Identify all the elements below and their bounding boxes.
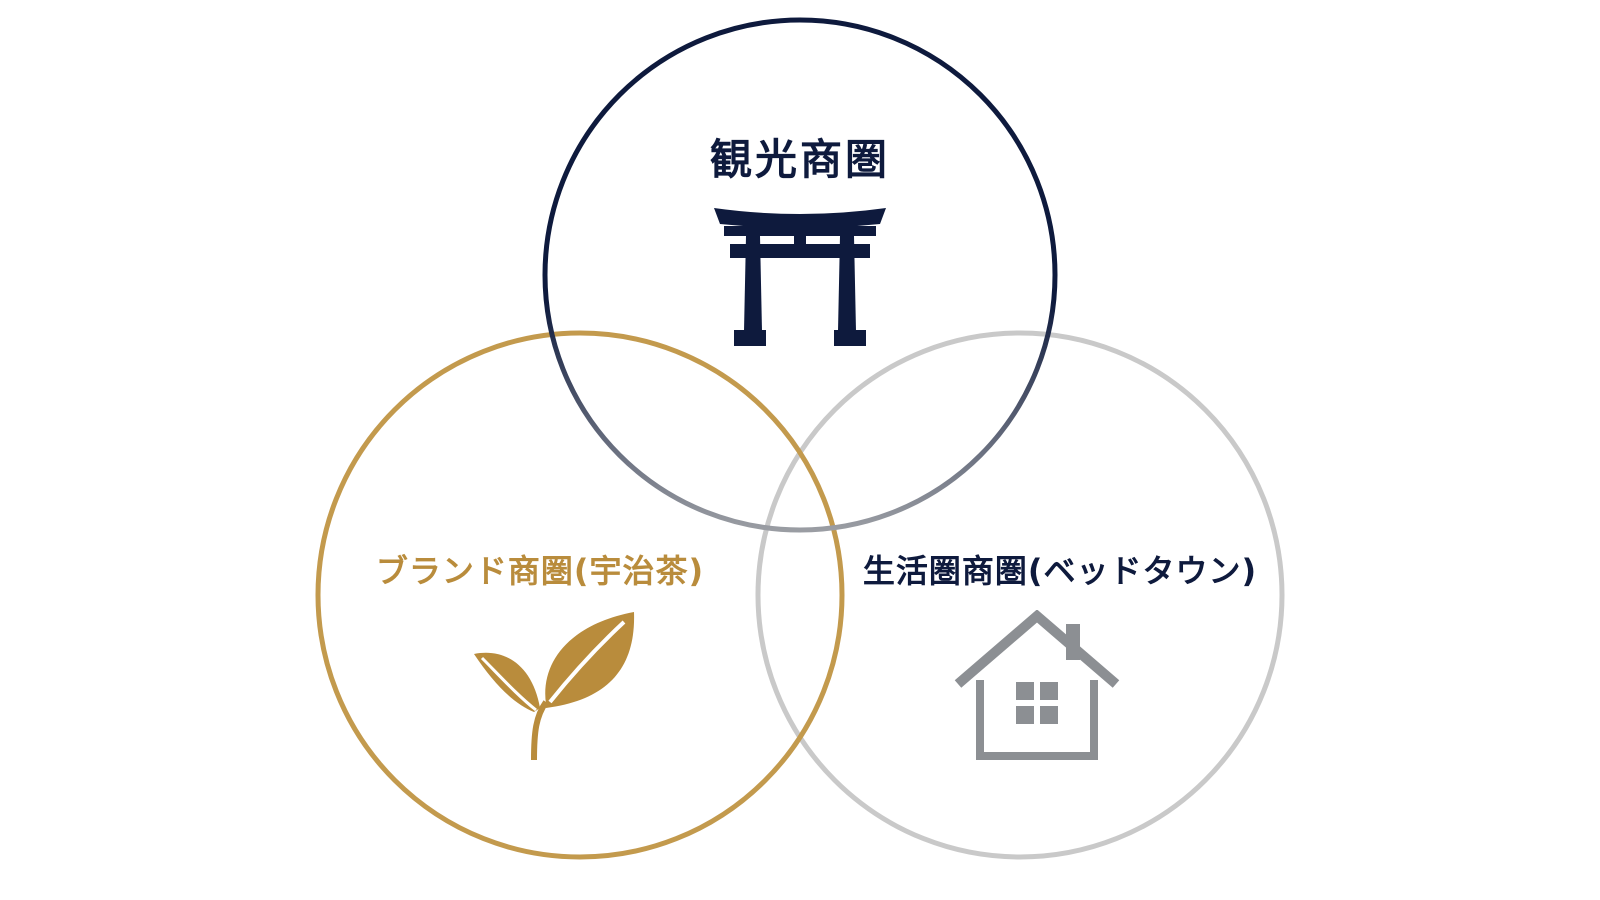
circle-living xyxy=(755,330,1285,860)
house-icon xyxy=(954,610,1120,760)
torii-gate-icon xyxy=(714,208,886,346)
brand-label: ブランド商圏(宇治茶) xyxy=(375,552,705,590)
tourism-label: 観光商圏 xyxy=(709,135,891,184)
tea-leaf-icon xyxy=(474,612,635,761)
circle-tourism xyxy=(542,17,1058,533)
circle-brand xyxy=(315,330,845,860)
living-label: 生活圏商圏(ベッドタウン) xyxy=(862,552,1258,590)
